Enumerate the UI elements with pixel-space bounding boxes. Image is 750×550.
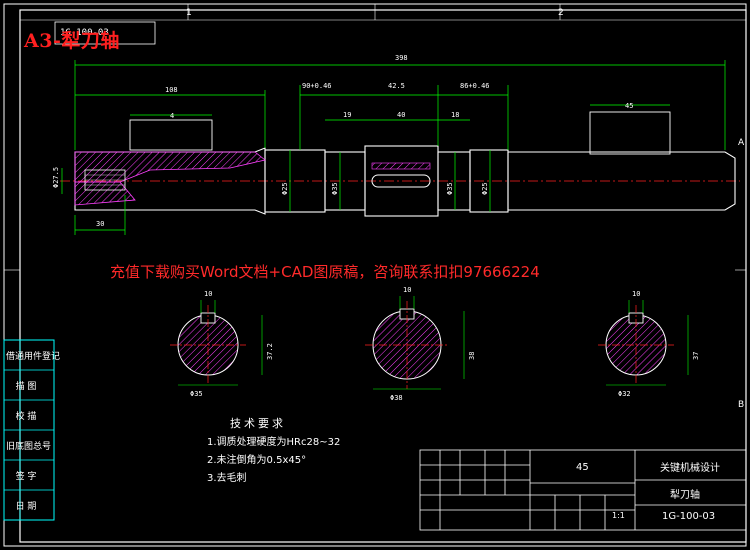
- title-block-drawing-no: 1G-100-03: [662, 511, 716, 522]
- requirement-1: 1.调质处理硬度为HRc28~32: [207, 437, 341, 448]
- sec1-depth: 37.2: [266, 343, 274, 360]
- title-block-frame: [419, 449, 747, 531]
- sec1-width: 10: [204, 290, 212, 298]
- sec3-width: 10: [632, 290, 640, 298]
- section-view-1: [170, 300, 263, 386]
- dim-mid-18: 18: [451, 111, 459, 119]
- title-block-material: 45: [576, 462, 589, 473]
- side-label-1: 借通用件登记: [6, 352, 61, 362]
- dim-bore: 30: [96, 220, 104, 228]
- dim-left-section: 108: [165, 86, 178, 94]
- side-label-2: 描 图: [15, 382, 37, 392]
- dim-dia-4: Φ25: [481, 182, 489, 195]
- dim-seg-a: 90+0.46: [302, 82, 332, 90]
- sec1-dia: Φ35: [190, 390, 203, 398]
- keyway-slot: [371, 174, 431, 188]
- side-label-6: 日 期: [15, 502, 37, 512]
- dim-left-keyway: 4: [170, 112, 174, 120]
- title-block-school: 关键机械设计: [660, 463, 720, 474]
- sec2-depth: 38: [468, 352, 476, 360]
- dim-dia-2: Φ35: [331, 182, 339, 195]
- dim-seg-b: 42.5: [388, 82, 405, 90]
- sec2-dia: Φ38: [390, 394, 403, 402]
- dim-dia-3: Φ35: [446, 182, 454, 195]
- sheet-title: A3-犁刀轴: [24, 30, 120, 52]
- title-block-scale: 1:1: [612, 511, 625, 520]
- side-label-5: 签 字: [15, 472, 37, 482]
- inner-frame: [19, 9, 747, 543]
- side-label-4: 旧底图总号: [6, 442, 52, 452]
- zone-top-1: 1: [186, 8, 192, 18]
- sec2-width: 10: [403, 286, 411, 294]
- drawing-code-label: 1G-100-03: [60, 28, 109, 38]
- zone-right-a: A: [738, 138, 745, 148]
- side-label-3: 校 描: [15, 412, 37, 422]
- section-view-3: [598, 300, 689, 386]
- requirements-title: 技术要求: [230, 417, 286, 430]
- dim-left-dia: Φ27.5: [52, 167, 60, 188]
- dim-overall: 398: [395, 54, 408, 62]
- dim-dia-1: Φ25: [281, 182, 289, 195]
- zone-right-b: B: [738, 400, 745, 410]
- requirement-3: 3.去毛刺: [207, 473, 247, 484]
- sec3-dia: Φ32: [618, 390, 631, 398]
- dim-mid-19: 19: [343, 111, 351, 119]
- dim-mid-40: 40: [397, 111, 405, 119]
- dim-right-keyway: 45: [625, 102, 633, 110]
- title-block-part-name: 犁刀轴: [670, 490, 700, 501]
- requirement-2: 2.未注倒角为0.5x45°: [207, 455, 307, 466]
- sec3-depth: 37: [692, 352, 700, 360]
- zone-top-2: 2: [558, 8, 564, 18]
- section-view-2: [365, 296, 465, 390]
- dim-seg-c: 86+0.46: [460, 82, 490, 90]
- watermark-text: 充值下载购买Word文档+CAD图原稿，咨询联系扣扣97666224: [110, 263, 540, 281]
- hatched-section: [74, 151, 266, 183]
